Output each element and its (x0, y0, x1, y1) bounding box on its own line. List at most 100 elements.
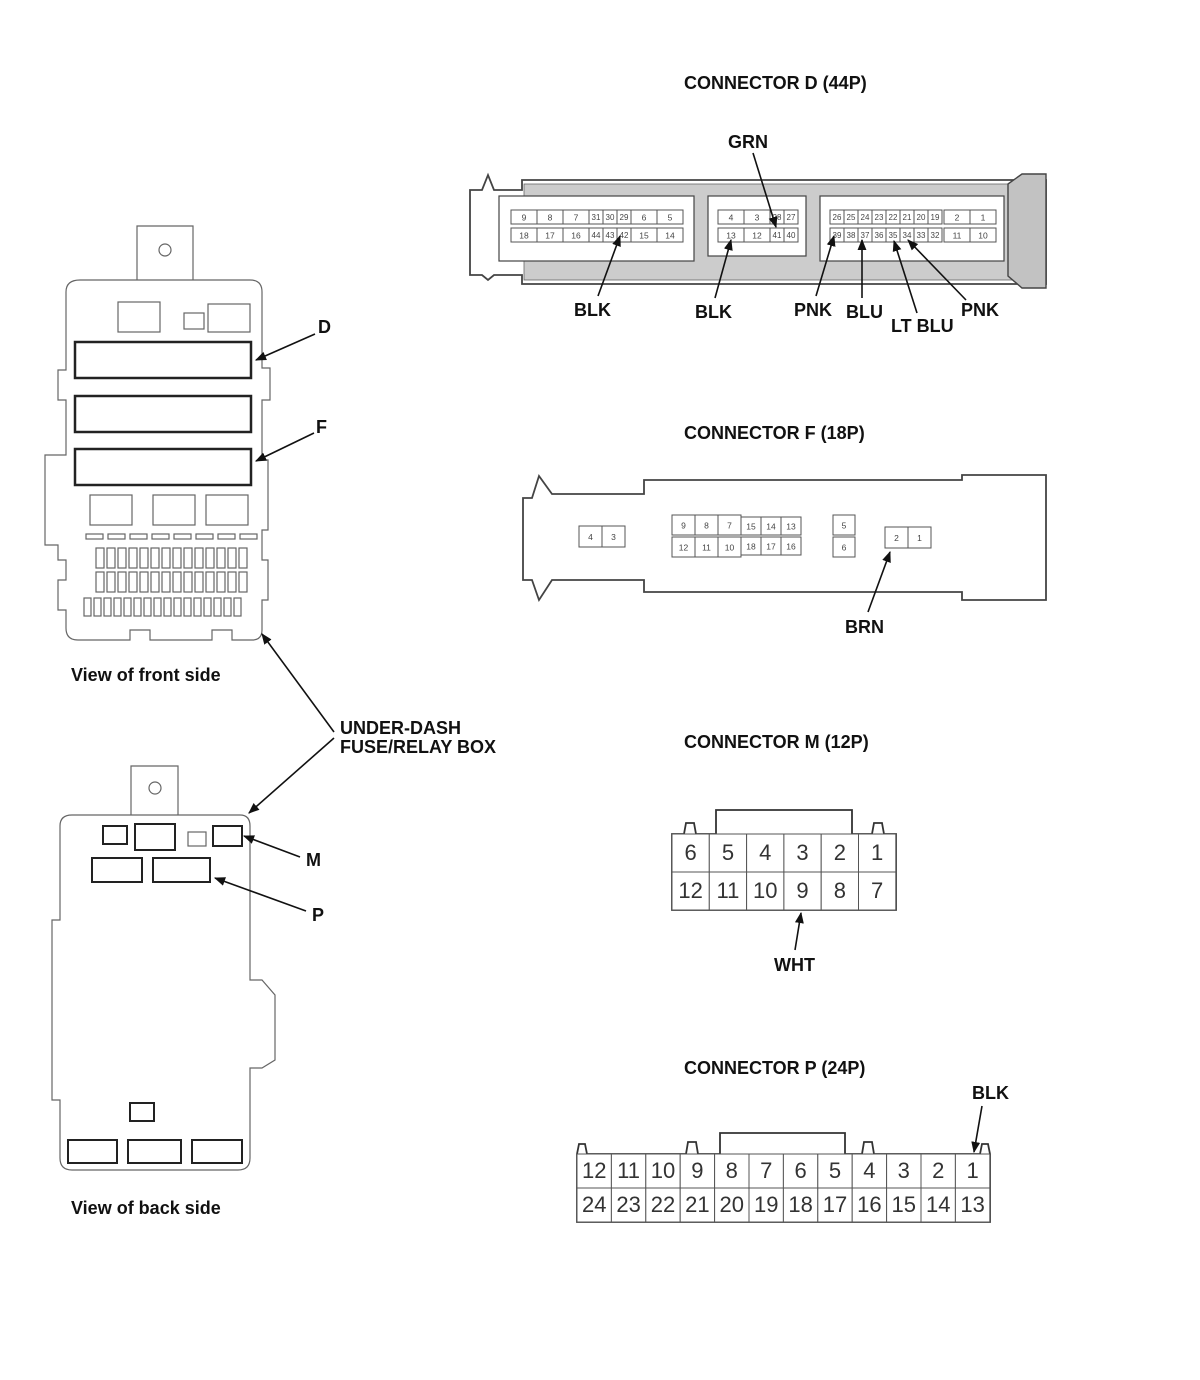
connector-f-pin: 14 (760, 516, 782, 536)
connector-p-pin-number: 11 (617, 1158, 640, 1183)
mini-fuse (172, 547, 182, 569)
connector-f-pin: 6 (832, 536, 856, 558)
connector-d-pin: 44 (588, 227, 604, 243)
connector-p-pin: 11 (610, 1153, 647, 1189)
mini-fuse (205, 547, 215, 569)
connector-f-pin-number: 11 (702, 542, 711, 552)
connector-d-pin: 10 (969, 227, 997, 243)
connector-p-pin-number: 15 (892, 1192, 916, 1217)
connector-d-pin: 40 (783, 227, 799, 243)
wire-f-brn: BRN (845, 617, 884, 637)
connector-d-pin-number: 25 (847, 213, 856, 222)
connector-p-pin-number: 9 (691, 1158, 703, 1183)
connector-p-pin: 3 (886, 1153, 922, 1189)
connector-p-pin: 8 (714, 1153, 750, 1189)
connector-d-pin: 31 (588, 209, 604, 225)
connector-p-pin: 5 (817, 1153, 853, 1189)
connector-m-pin: 8 (820, 871, 860, 911)
connector-p-pin: 18 (782, 1187, 819, 1223)
connector-d-pin-number: 23 (875, 213, 884, 222)
connector-p-pin-number: 7 (760, 1158, 772, 1183)
mini-fuse (113, 597, 122, 617)
connector-d-pin: 33 (913, 227, 929, 243)
connector-m-slot (212, 825, 243, 847)
fuse-tab (173, 533, 192, 540)
connector-f-pin: 15 (740, 516, 762, 536)
connector-d-pin-number: 4 (729, 212, 734, 222)
connector-f-pin-number: 1 (917, 533, 922, 543)
fuse-tab (239, 533, 258, 540)
connector-d-pin-number: 13 (726, 230, 736, 240)
connector-d-pin: 26 (829, 209, 845, 225)
connector-m-pin: 11 (708, 871, 748, 911)
fuse-tab (217, 533, 236, 540)
connector-d-pin: 16 (562, 227, 590, 243)
connector-p-pin-number: 17 (823, 1192, 847, 1217)
connector-d-pin-number: 3 (755, 212, 760, 222)
connector-p-pin-number: 8 (726, 1158, 738, 1183)
connector-d-pin-number: 16 (571, 230, 581, 240)
connector-p-pin-number: 10 (651, 1158, 675, 1183)
connector-m-pin-number: 7 (871, 878, 883, 903)
connector-d-pin: 24 (857, 209, 873, 225)
wire-d-blk-1: BLK (574, 300, 611, 320)
connector-d-pin-number: 8 (548, 212, 553, 222)
connector-f-pin-number: 5 (842, 520, 847, 530)
connector-p-pin: 1 (954, 1153, 991, 1189)
mini-fuse (183, 571, 193, 593)
connector-d-pin: 4 (717, 209, 745, 225)
connector-f-pin-number: 17 (766, 541, 776, 551)
connector-p-pin: 21 (679, 1187, 716, 1223)
connector-d-pin-number: 21 (903, 213, 912, 222)
mini-fuse (153, 597, 162, 617)
mini-fuse (161, 547, 171, 569)
connector-d-pin-number: 20 (917, 213, 926, 222)
mini-fuse (213, 597, 222, 617)
connector-f-slot (73, 447, 253, 487)
connector-m-pin: 3 (783, 833, 822, 873)
mini-fuse (128, 547, 138, 569)
mini-fuse (238, 571, 248, 593)
connector-f-pin: 11 (694, 536, 719, 558)
mini-fuse (117, 571, 127, 593)
connector-f-pin-number: 12 (679, 542, 689, 552)
connector-m-pin-number: 5 (722, 840, 734, 865)
connector-d-pin: 41 (769, 227, 785, 243)
connector-d-pin: 25 (843, 209, 859, 225)
mini-fuse (233, 597, 242, 617)
connector-d-pin: 7 (562, 209, 590, 225)
connector-p-pin-number: 14 (926, 1192, 950, 1217)
connector-d-pin: 34 (899, 227, 915, 243)
mini-fuse (95, 547, 105, 569)
connector-f-pin-number: 18 (746, 541, 756, 551)
connector-d-pin-number: 14 (665, 230, 675, 240)
connector-d-pin: 18 (510, 227, 538, 243)
connector-d-pin: 15 (630, 227, 658, 243)
mini-fuse (150, 571, 160, 593)
connector-p-pin-number: 22 (651, 1192, 675, 1217)
connector-d-slot (73, 340, 253, 380)
connector-p-slot (152, 857, 211, 883)
connector-f-pin: 13 (780, 516, 802, 536)
connector-p-pin: 4 (851, 1153, 888, 1189)
connector-d-pin: 2 (943, 209, 971, 225)
mini-fuse (106, 547, 116, 569)
connector-d-pin: 20 (913, 209, 929, 225)
connector-f-pin: 8 (694, 514, 719, 536)
fuse-box-front-view (44, 225, 271, 641)
mini-fuse (128, 571, 138, 593)
connector-p-pin: 9 (679, 1153, 716, 1189)
connector-d-pin-number: 2 (955, 212, 960, 222)
mini-fuse (183, 597, 192, 617)
connector-p-pin-number: 2 (932, 1158, 944, 1183)
connector-f-pin: 10 (717, 536, 742, 558)
connector-d-pin-number: 7 (574, 212, 579, 222)
mini-fuse (93, 597, 102, 617)
connector-d-pin: 8 (536, 209, 564, 225)
connector-d-pin: 38 (843, 227, 859, 243)
connector-p-title: CONNECTOR P (24P) (684, 1058, 865, 1078)
connector-m-pin: 2 (820, 833, 860, 873)
label-m: M (306, 850, 321, 870)
fuse-tab (107, 533, 126, 540)
connector-d-pin: 3 (743, 209, 771, 225)
